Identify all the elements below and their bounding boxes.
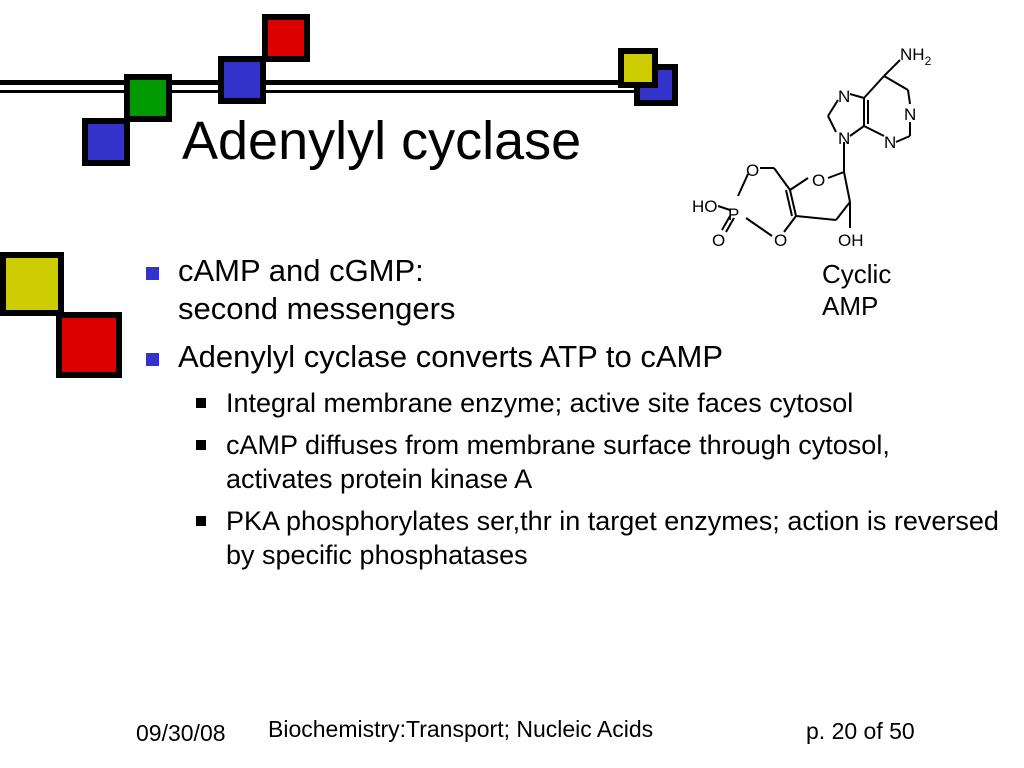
molecule-caption-line1: Cyclic [822, 259, 892, 289]
n-right-label: N [904, 105, 916, 124]
n-bottom-right-label: N [884, 133, 896, 152]
sub-bullet-line1: Integral membrane enzyme; active site fa… [226, 388, 762, 418]
n-top-left-label: N [838, 87, 850, 106]
square-bullet-icon [196, 440, 206, 450]
deco-square-blue-top [218, 56, 266, 104]
footer-course: Biochemistry:Transport; Nucleic Acids [268, 716, 654, 742]
top-rule-upper [0, 80, 668, 85]
deco-square-blue-left [82, 118, 130, 166]
bullet-item-adenylyl-cyclase: Adenylyl cyclase converts ATP to cAMP [140, 338, 1000, 376]
sub-bullet-line1: cAMP diffuses from membrane surface thro… [226, 430, 791, 460]
bullet-text: Adenylyl cyclase converts ATP to cAMP [178, 339, 724, 374]
bullet-text-line2: second messengers [178, 291, 456, 326]
n-glycosidic-label: N [838, 129, 850, 148]
square-bullet-icon [146, 267, 159, 280]
bullet-text-line1: cAMP and cGMP: [178, 253, 424, 288]
sub-bullet-item-membrane-enzyme: Integral membrane enzyme; active site fa… [184, 386, 1000, 420]
o-ring-label: O [812, 171, 825, 190]
square-bullet-icon [146, 353, 159, 366]
deco-square-red-left [56, 312, 122, 378]
deco-square-yellow-left [0, 252, 64, 316]
molecule-caption-line2: AMP [822, 291, 879, 321]
deco-square-green [124, 74, 172, 122]
p-label: P [728, 205, 739, 224]
cyclic-amp-structure: NH2 N N N N O O HO P O O OH [692, 45, 932, 250]
slide-body: cAMP and cGMP: second messengers Adenyly… [140, 252, 1000, 580]
sub-bullet-list: Integral membrane enzyme; active site fa… [140, 386, 1000, 572]
o-double-label: O [712, 231, 725, 250]
sub-bullet-line2: action is reversed by specific phosphata… [226, 506, 999, 570]
nh2-label: NH2 [900, 45, 932, 68]
sub-bullet-line2: cytosol, activates protein kinase A [226, 430, 890, 494]
footer-date: 09/30/08 [136, 720, 226, 746]
o-left-label: O [746, 161, 759, 180]
bullet-item-second-messengers: cAMP and cGMP: second messengers [140, 252, 1000, 328]
deco-square-red-top [262, 14, 310, 62]
square-bullet-icon [196, 516, 206, 526]
o-bottom-label: O [774, 231, 787, 250]
deco-square-yellow-right [618, 48, 658, 88]
slide-title: Adenylyl cyclase [182, 111, 582, 171]
sub-bullet-item-pka: PKA phosphorylates ser,thr in target enz… [184, 504, 1000, 572]
sub-bullet-item-camp-diffuses: cAMP diffuses from membrane surface thro… [184, 428, 1000, 496]
oh-label: OH [838, 231, 864, 250]
bullet-list: cAMP and cGMP: second messengers Adenyly… [140, 252, 1000, 376]
footer-page-number: p. 20 of 50 [806, 718, 915, 744]
molecule-caption: Cyclic AMP [822, 258, 932, 322]
ho-label: HO [692, 197, 718, 216]
sub-bullet-line2: cytosol [769, 388, 854, 418]
square-bullet-icon [196, 398, 206, 408]
sub-bullet-line1: PKA phosphorylates ser,thr in target enz… [226, 506, 780, 536]
top-rule-lower [0, 90, 668, 93]
